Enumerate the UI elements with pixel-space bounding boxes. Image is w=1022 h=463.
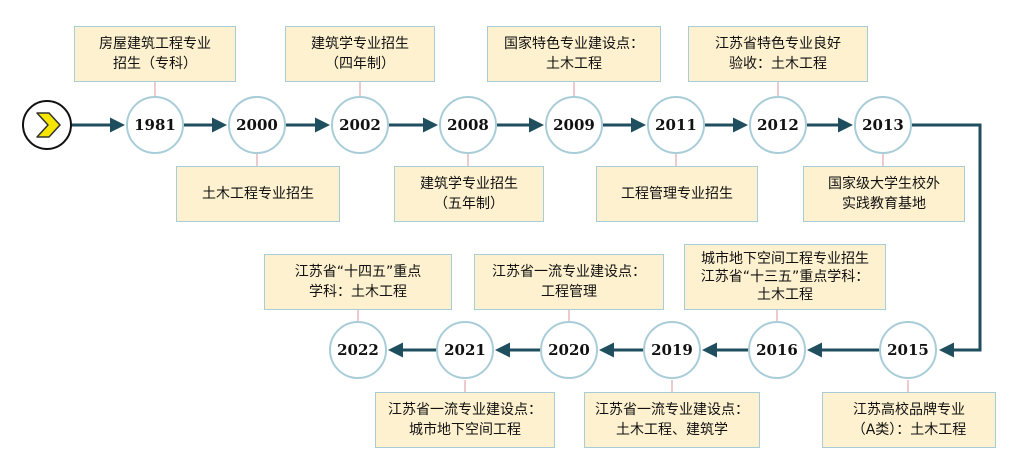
event-box-2019: 江苏省一流专业建设点： 土木工程、建筑学 <box>584 392 760 448</box>
event-text-2021: 江苏省一流专业建设点： 城市地下空间工程 <box>388 402 542 438</box>
event-box-2015: 江苏高校品牌专业 （A类）：土木工程 <box>822 392 996 448</box>
event-text-2002: 建筑学专业招生 （四年制） <box>311 36 409 72</box>
event-box-2008: 建筑学专业招生 （五年制） <box>394 166 544 222</box>
event-text-2011: 工程管理专业招生 <box>621 186 733 202</box>
event-text-2000: 土木工程专业招生 <box>202 186 314 202</box>
year-node-2002: 2002 <box>331 96 389 154</box>
year-node-2008: 2008 <box>439 96 497 154</box>
event-box-2020: 江苏省一流专业建设点： 工程管理 <box>474 254 664 310</box>
wrap-arrow <box>912 123 982 358</box>
year-node-2013: 2013 <box>854 96 912 154</box>
event-text-2019: 江苏省一流专业建设点： 土木工程、建筑学 <box>595 402 749 438</box>
chevron-right-icon <box>36 112 61 138</box>
event-text-2015: 江苏高校品牌专业 （A类）：土木工程 <box>851 402 967 438</box>
event-box-2002: 建筑学专业招生 （四年制） <box>285 26 435 82</box>
event-text-2008: 建筑学专业招生 （五年制） <box>420 176 518 212</box>
event-box-2011: 工程管理专业招生 <box>596 166 758 222</box>
event-text-1981: 房屋建筑工程专业 招生（专科） <box>99 36 211 72</box>
event-box-2013: 国家级大学生校外 实践教育基地 <box>803 166 965 222</box>
year-node-2012: 2012 <box>749 96 807 154</box>
year-node-2016: 2016 <box>748 321 806 379</box>
event-box-1981: 房屋建筑工程专业 招生（专科） <box>74 26 236 82</box>
event-box-2009: 国家特色专业建设点： 土木工程 <box>487 26 661 82</box>
year-node-1981: 1981 <box>126 96 184 154</box>
year-node-2020: 2020 <box>540 321 598 379</box>
year-node-2011: 2011 <box>647 96 705 154</box>
year-node-2000: 2000 <box>228 96 286 154</box>
event-box-2012: 江苏省特色专业良好 验收：土木工程 <box>688 26 868 82</box>
event-box-2016: 城市地下空间工程专业招生 江苏省“十三五”重点学科： 土木工程 <box>684 244 886 310</box>
event-text-2013: 国家级大学生校外 实践教育基地 <box>828 176 940 212</box>
year-node-2015: 2015 <box>879 321 937 379</box>
year-node-2022: 2022 <box>329 321 387 379</box>
start-node <box>22 100 72 150</box>
event-box-2021: 江苏省一流专业建设点： 城市地下空间工程 <box>375 392 555 448</box>
event-text-2012: 江苏省特色专业良好 验收：土木工程 <box>715 36 841 72</box>
event-box-2000: 土木工程专业招生 <box>176 166 340 222</box>
box-connectors <box>154 82 909 392</box>
year-node-2019: 2019 <box>643 321 701 379</box>
event-text-2022: 江苏省“十四五”重点 学科：土木工程 <box>294 264 422 300</box>
year-node-2009: 2009 <box>545 96 603 154</box>
event-text-2020: 江苏省一流专业建设点： 工程管理 <box>492 264 646 300</box>
event-box-2022: 江苏省“十四五”重点 学科：土木工程 <box>264 254 452 310</box>
year-node-2021: 2021 <box>436 321 494 379</box>
event-text-2016: 城市地下空间工程专业招生 江苏省“十三五”重点学科： 土木工程 <box>700 251 870 303</box>
event-text-2009: 国家特色专业建设点： 土木工程 <box>504 36 644 72</box>
